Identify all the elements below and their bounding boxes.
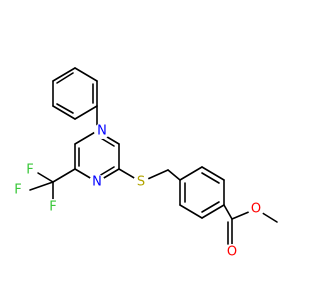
label-background (89, 174, 105, 190)
fluorine-label: F (26, 163, 33, 178)
bond (201, 166, 225, 181)
bond-inner (98, 166, 115, 177)
bond-inner (201, 172, 220, 184)
label-background (94, 123, 110, 139)
label-background (248, 201, 264, 217)
oxygen-label: O (251, 202, 261, 217)
nitrogen-label: N (97, 124, 107, 139)
atom-labels: N N S F F F O O (10, 123, 264, 260)
bond (74, 67, 98, 82)
label-background (22, 162, 38, 178)
oxygen-label: O (227, 245, 237, 260)
fluorine-label: F (49, 200, 56, 215)
bond (179, 204, 203, 219)
sulfur-label: S (137, 175, 145, 190)
label-background (224, 244, 240, 260)
bond (223, 204, 233, 220)
bond (74, 105, 98, 120)
label-background (10, 182, 26, 198)
bond (201, 204, 225, 219)
structure-canvas: N N S F F F O O (10, 67, 278, 260)
bond (179, 166, 203, 181)
bond (167, 169, 181, 181)
bond (29, 181, 54, 191)
fluorine-label: F (14, 183, 21, 198)
bond-inner (56, 72, 74, 84)
bond-inner (201, 201, 220, 213)
bond-inner (56, 103, 74, 114)
label-background (133, 174, 149, 190)
bond (52, 105, 76, 120)
molecule-drawing: N N S F F F O O (10, 67, 278, 260)
bond (52, 168, 76, 183)
nitrogen-label: N (92, 175, 102, 190)
label-background (45, 199, 61, 215)
bonds (29, 67, 278, 245)
bond (74, 130, 98, 145)
bond (52, 67, 76, 82)
